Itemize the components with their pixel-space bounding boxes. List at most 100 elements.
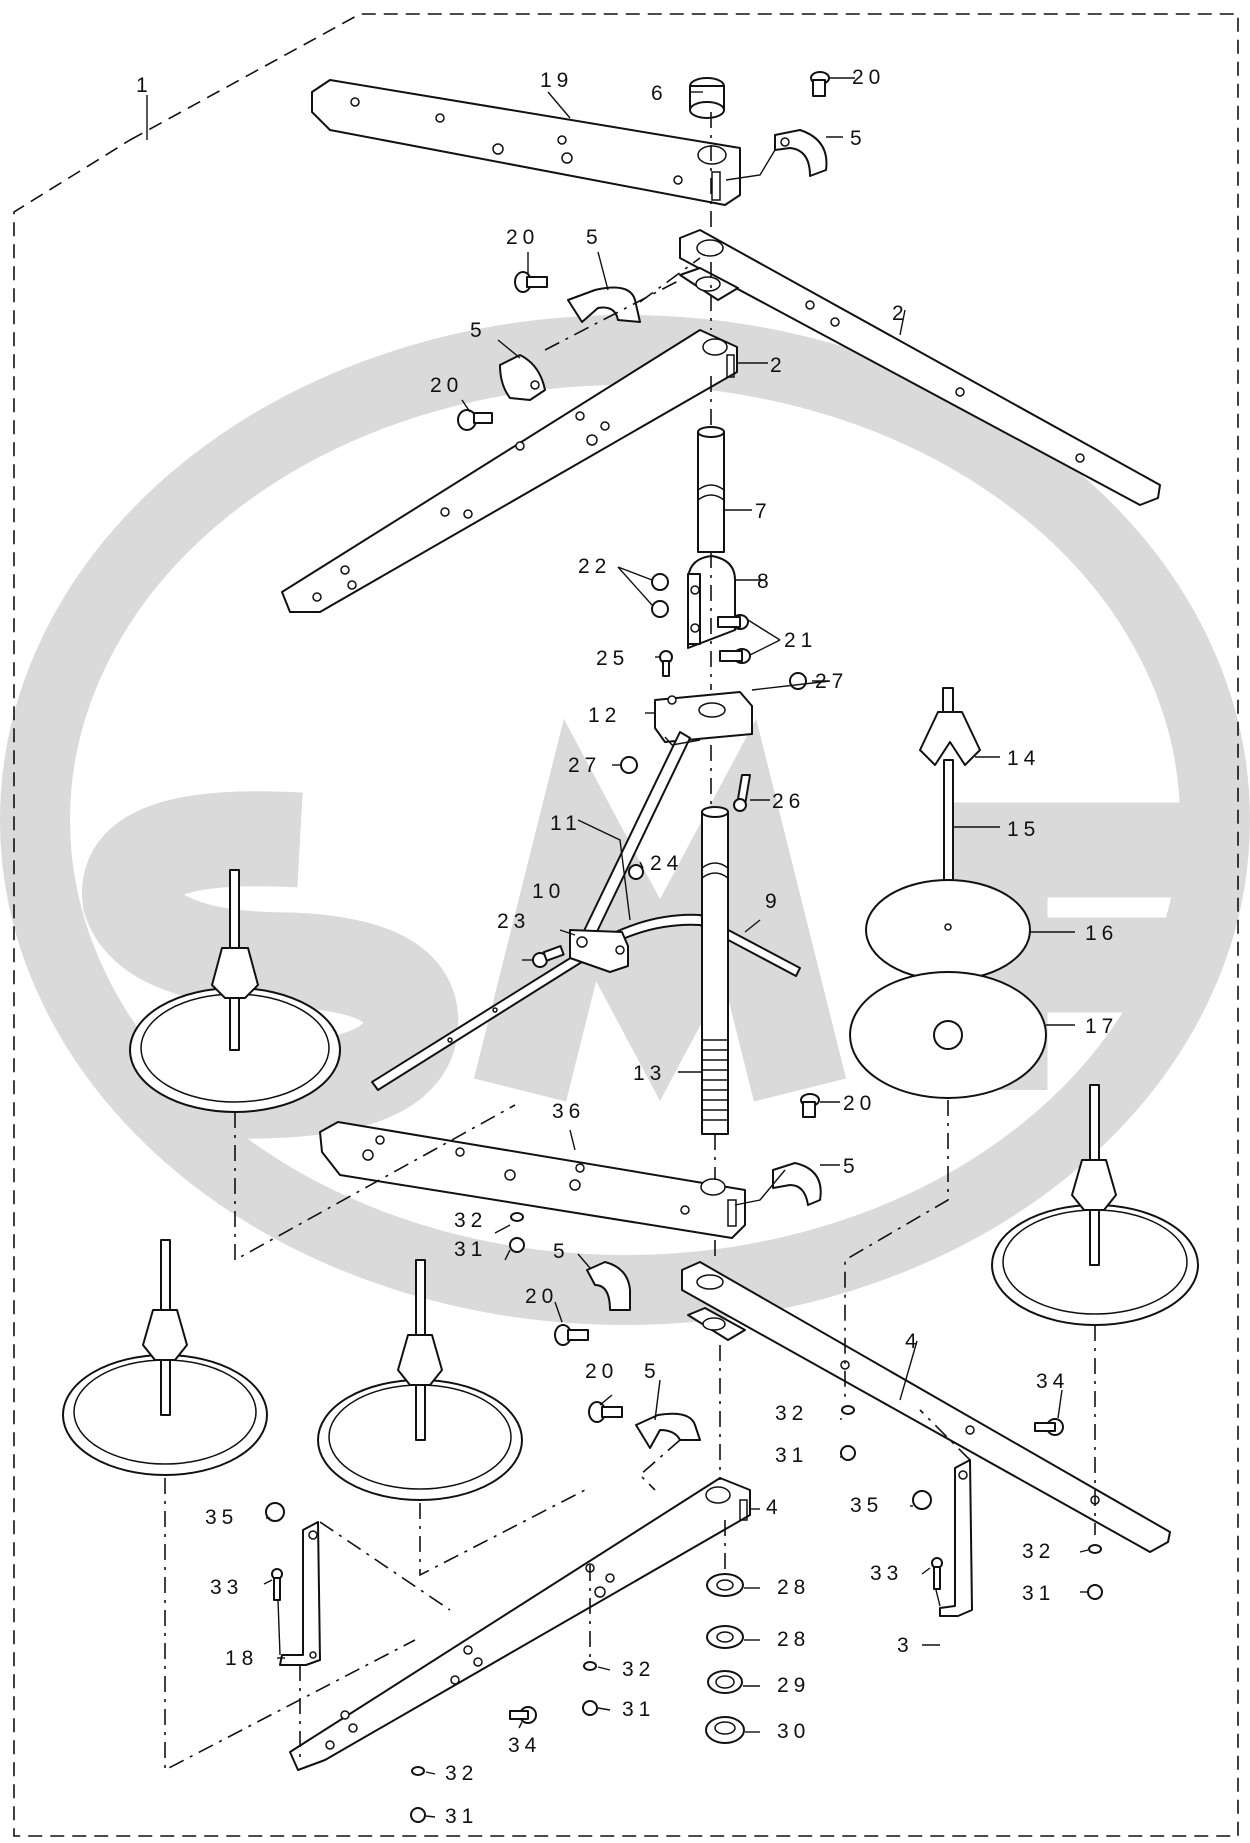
callout-20: 20 — [525, 1285, 558, 1308]
washer-32a — [510, 1212, 524, 1222]
callout-26: 26 — [772, 790, 805, 813]
callout-2: 2 — [892, 302, 909, 325]
clamp-5 — [774, 129, 828, 177]
callout-33: 33 — [870, 1562, 903, 1585]
disc-16 — [865, 879, 1031, 981]
screw-20b — [514, 271, 548, 293]
nut-24 — [628, 864, 644, 880]
callout-30: 30 — [777, 1720, 810, 1743]
callout-5: 5 — [470, 319, 487, 342]
callout-21: 21 — [784, 629, 817, 652]
screw-26 — [733, 774, 751, 812]
callout-31: 31 — [622, 1698, 655, 1721]
callout-17: 17 — [1085, 1015, 1118, 1038]
disc-17 — [849, 971, 1047, 1099]
callout-34: 34 — [1036, 1370, 1069, 1393]
callout-5: 5 — [644, 1360, 661, 1383]
callout-4: 4 — [766, 1496, 783, 1519]
callout-31: 31 — [775, 1444, 808, 1467]
callouts: 1 19 6 20 5 20 5 2 5 2 20 7 22 8 21 25 2… — [136, 66, 1118, 1828]
arm-36 — [319, 1121, 746, 1239]
clamp-5d — [772, 1162, 822, 1206]
washer-28b — [706, 1625, 744, 1649]
screw-20e — [554, 1324, 589, 1346]
spool-stand-left-lower — [62, 1239, 268, 1476]
spool-stand-right — [991, 1084, 1199, 1326]
callout-28: 28 — [777, 1576, 810, 1599]
callout-32: 32 — [775, 1402, 808, 1425]
callout-32: 32 — [445, 1762, 478, 1785]
clamp-5f — [635, 1412, 701, 1449]
callout-4: 4 — [905, 1330, 922, 1353]
callout-31: 31 — [1022, 1582, 1055, 1605]
screw-20c — [457, 409, 493, 431]
screw-33b — [931, 1557, 943, 1590]
nut-27a — [789, 672, 807, 690]
callout-27: 27 — [568, 754, 601, 777]
callout-9: 9 — [765, 890, 782, 913]
callout-15: 15 — [1007, 818, 1040, 841]
screw-23 — [532, 945, 565, 968]
washer-29 — [707, 1670, 743, 1694]
callout-20: 20 — [852, 66, 885, 89]
spacer-6 — [689, 77, 725, 119]
callout-22: 22 — [578, 555, 611, 578]
callout-32: 32 — [1022, 1540, 1055, 1563]
washer-32b — [841, 1405, 855, 1415]
nut-31b — [840, 1445, 856, 1461]
callout-19: 19 — [540, 69, 573, 92]
screws-21 — [717, 614, 751, 664]
pipe-7 — [697, 426, 725, 553]
nut-31a — [509, 1237, 525, 1253]
nuts-22 — [651, 573, 669, 618]
nut-30 — [705, 1716, 745, 1744]
clamp-5c — [499, 354, 546, 401]
callout-1: 1 — [136, 74, 153, 97]
callout-18: 18 — [225, 1647, 258, 1670]
callout-25: 25 — [596, 647, 629, 670]
callout-20: 20 — [430, 374, 463, 397]
screw-20f — [588, 1401, 623, 1423]
callout-10: 10 — [532, 880, 565, 903]
callout-12: 12 — [588, 704, 621, 727]
callout-16: 16 — [1085, 922, 1118, 945]
screw-25 — [659, 650, 673, 677]
arm-19 — [311, 79, 741, 206]
callout-2: 2 — [770, 354, 787, 377]
callout-29: 29 — [777, 1674, 810, 1697]
nut-31c — [1087, 1584, 1103, 1600]
callout-36: 36 — [552, 1100, 585, 1123]
screw-34b — [509, 1706, 537, 1724]
callout-35: 35 — [205, 1506, 238, 1529]
nut-35b — [912, 1490, 932, 1510]
callout-24: 24 — [650, 852, 683, 875]
callout-32: 32 — [454, 1209, 487, 1232]
nut-31e — [410, 1807, 426, 1823]
washer-32e — [411, 1766, 425, 1776]
callout-27: 27 — [815, 670, 848, 693]
callout-34: 34 — [508, 1734, 541, 1757]
callout-11: 11 — [550, 812, 582, 835]
clamp-5e — [586, 1261, 631, 1311]
block-12 — [654, 691, 753, 743]
callout-20: 20 — [585, 1360, 618, 1383]
clamp-5b — [567, 286, 641, 323]
arm-4 — [681, 1261, 1171, 1553]
bracket-3 — [939, 1459, 973, 1617]
spool-stand-center — [317, 1259, 523, 1501]
callout-5: 5 — [586, 226, 603, 249]
arm-2 — [679, 229, 1161, 506]
callout-8: 8 — [757, 570, 774, 593]
leader-lines — [146, 77, 1089, 1818]
callout-5: 5 — [843, 1155, 860, 1178]
callout-31: 31 — [454, 1238, 487, 1261]
screw-33a — [271, 1568, 283, 1601]
collar-10 — [569, 929, 629, 973]
callout-20: 20 — [506, 226, 539, 249]
callout-14: 14 — [1007, 747, 1040, 770]
cone-holder-14 — [919, 687, 981, 766]
nut-35a — [265, 1502, 285, 1522]
callout-28: 28 — [777, 1628, 810, 1651]
